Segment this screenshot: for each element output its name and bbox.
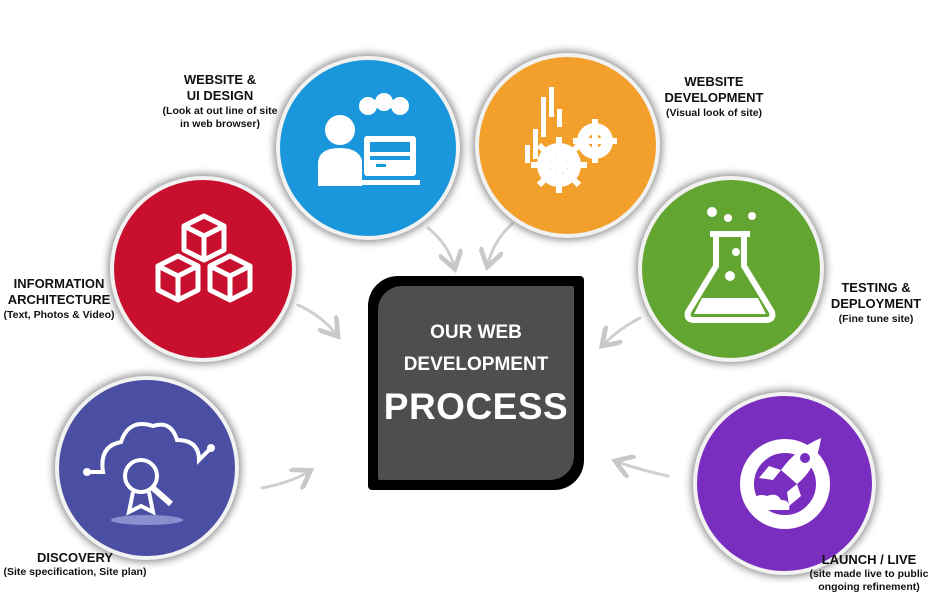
architecture-circle <box>110 176 296 362</box>
arrow-discovery <box>260 472 308 488</box>
launch-circle <box>693 392 876 575</box>
development-label: WEBSITE DEVELOPMENT (Visual look of site… <box>664 74 764 119</box>
ui-design-label: WEBSITE & UI DESIGN (Look at out line of… <box>162 72 278 130</box>
gears-icon <box>525 87 617 193</box>
ui-design-circle <box>276 56 460 240</box>
arrow-development <box>488 222 514 264</box>
cloud-search-icon <box>83 422 215 525</box>
arrow-ui-design <box>426 226 454 266</box>
process-center-box: OUR WEB DEVELOPMENT PROCESS <box>368 276 584 490</box>
testing-circle <box>638 176 824 362</box>
cubes-icon <box>155 213 253 303</box>
arrow-testing <box>604 316 642 344</box>
development-circle <box>475 53 660 238</box>
flask-icon <box>684 207 776 323</box>
center-line-2: DEVELOPMENT <box>403 354 549 375</box>
discovery-circle <box>55 376 239 560</box>
center-line-3: PROCESS <box>383 386 569 427</box>
testing-label: TESTING & DEPLOYMENT (Fine tune site) <box>830 280 922 325</box>
arrow-architecture <box>296 303 336 334</box>
center-line-1: OUR WEB <box>430 322 522 343</box>
designer-screen-icon <box>318 93 420 186</box>
discovery-label: DISCOVERY (Site specification, Site plan… <box>3 550 147 579</box>
rocket-icon <box>740 438 830 529</box>
arrow-launch <box>618 462 670 476</box>
architecture-label: INFORMATION ARCHITECTURE (Text, Photos &… <box>3 276 115 321</box>
launch-label: LAUNCH / LIVE (site made live to public … <box>809 552 929 594</box>
